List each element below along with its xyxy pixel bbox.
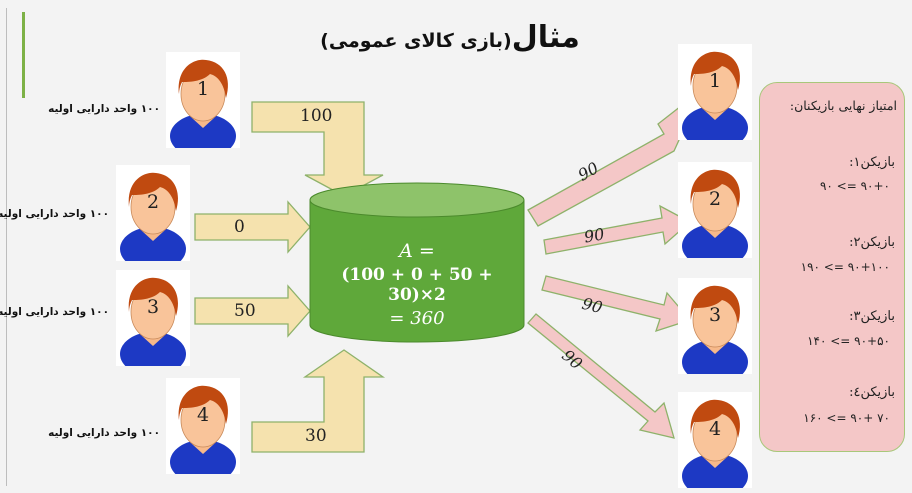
- slide-title: مثال(بازی کالای عمومی): [300, 20, 600, 55]
- contribution-label-3: 50: [234, 301, 256, 321]
- score-label-4: بازیکن٤:: [849, 385, 895, 400]
- player-avatar-4: 4: [166, 378, 240, 474]
- receiver-avatar-3: 3: [678, 278, 752, 374]
- receiver-number: 3: [708, 304, 722, 326]
- output-arrow-2: [543, 204, 692, 255]
- score-formula-4: ۱۶۰ <= ۹۰+ ۷۰: [803, 411, 890, 425]
- initial-asset-label-3: ۱۰۰ واحد دارایی اولیه: [0, 306, 109, 318]
- score-label-2: بازیکن۲:: [849, 235, 895, 250]
- contribution-label-4: 30: [305, 426, 327, 446]
- input-arrow-4: [251, 349, 386, 453]
- player-avatar-3: 3: [116, 270, 190, 366]
- score-label-3: بازیکن۳:: [849, 309, 895, 324]
- pool-cylinder: [309, 182, 525, 343]
- pool-formula-line1: A =: [399, 240, 435, 262]
- score-formula-1: ۹۰ <= ۹۰+۰: [819, 179, 890, 193]
- receiver-avatar-2: 2: [678, 162, 752, 258]
- score-label-1: بازیکن۱:: [849, 155, 895, 170]
- slide-left-border: [6, 8, 7, 486]
- input-arrow-1: [251, 101, 384, 197]
- contribution-label-1: 100: [300, 106, 333, 126]
- receiver-number: 4: [708, 418, 722, 440]
- player-number: 1: [196, 78, 210, 100]
- final-scores-panel: امتیاز نهایی بازیکنان: بازیکن۱: ۹۰ <= ۹۰…: [759, 82, 905, 452]
- input-arrow-2: [194, 200, 311, 254]
- player-number: 4: [196, 404, 210, 426]
- title-main: مثال: [511, 20, 580, 55]
- output-arrow-3: [541, 275, 692, 333]
- payout-label-2: 90: [582, 224, 606, 247]
- pool-formula-line2: (100 + 0 + 50 + 30)×2: [341, 265, 493, 305]
- title-subtitle: (بازی کالای عمومی): [320, 30, 512, 52]
- panel-heading: امتیاز نهایی بازیکنان:: [789, 98, 897, 113]
- initial-asset-label-2: ۱۰۰ واحد دارایی اولیه: [0, 208, 109, 220]
- player-avatar-1: 1: [166, 52, 240, 148]
- receiver-avatar-1: 1: [678, 44, 752, 140]
- initial-asset-label-4: ۱۰۰ واحد دارایی اولیه: [48, 427, 160, 439]
- input-arrow-3: [194, 284, 311, 338]
- pool-formula-line3: = 360: [389, 308, 445, 329]
- score-formula-3: ۱۴۰ <= ۹۰+۵۰: [807, 334, 890, 348]
- pool-formula: A = (100 + 0 + 50 + 30)×2 = 360: [310, 240, 524, 329]
- score-formula-2: ۱۹۰ <= ۹۰+۱۰۰: [800, 260, 890, 274]
- receiver-number: 1: [708, 70, 722, 92]
- player-number: 2: [146, 191, 160, 213]
- player-avatar-2: 2: [116, 165, 190, 261]
- initial-asset-label-1: ۱۰۰ واحد دارایی اولیه: [48, 103, 160, 115]
- accent-bar: [22, 12, 25, 98]
- contribution-label-2: 0: [234, 217, 245, 237]
- receiver-number: 2: [708, 188, 722, 210]
- player-number: 3: [146, 296, 160, 318]
- output-arrow-1: [527, 97, 692, 227]
- receiver-avatar-4: 4: [678, 392, 752, 488]
- output-arrow-4: [527, 313, 675, 439]
